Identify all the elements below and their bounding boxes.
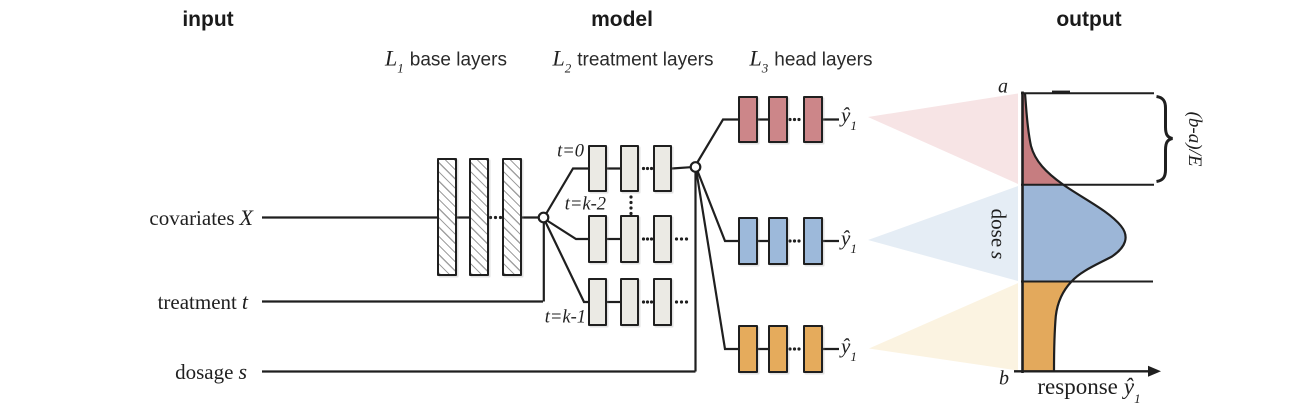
head-box-orange-2 <box>768 325 788 373</box>
L1-subscript: 1 <box>397 60 404 76</box>
branch-head-red <box>696 118 738 164</box>
beam-red <box>868 93 1018 184</box>
yhat-subscript: 1 <box>850 240 857 256</box>
header-input: input <box>182 8 234 31</box>
head-box-blue-2 <box>768 217 788 265</box>
branch-head-blue <box>696 170 738 243</box>
dosage-text: dosage <box>175 360 234 384</box>
head-box-orange-3 <box>803 325 823 373</box>
treatment-box-t0-2 <box>620 145 639 192</box>
branch-head-orange <box>695 171 738 351</box>
branch-tk1 <box>544 221 588 304</box>
base-layer-box-3 <box>502 158 522 276</box>
response-subscript: 1 <box>1134 390 1141 406</box>
dose-response-area <box>1022 93 1126 371</box>
treatment-text: treatment <box>157 290 237 314</box>
top-tick <box>1052 90 1070 94</box>
output-plot-frame <box>1014 90 1173 377</box>
treatment-var: t <box>241 289 248 314</box>
subheader-treatment-layers: L2 treatment layers <box>552 45 714 76</box>
dose-text: dose <box>986 208 1011 248</box>
beam-orange <box>869 283 1018 371</box>
t0-row-links <box>607 166 691 170</box>
stratum-orange <box>1022 281 1072 371</box>
treatment-box-tk2-1 <box>588 215 607 263</box>
ellipsis-dots <box>488 117 801 351</box>
head-box-blue-1 <box>738 217 758 265</box>
head-box-blue-3 <box>803 217 823 265</box>
response-text: response <box>1037 374 1118 400</box>
treatment-box-tk1-1 <box>588 278 607 326</box>
treatment-box-tk2-3 <box>653 215 672 263</box>
stratum-width-label: (b-a)/E <box>1184 111 1205 167</box>
L3-subscript: 3 <box>761 60 769 76</box>
label-tk1: t=k-1 <box>544 307 586 328</box>
head-box-red-2 <box>768 95 788 143</box>
output-yhat-orange: ŷ1 <box>841 333 857 364</box>
dose-range-top: a <box>998 75 1008 98</box>
base-layers-label: base layers <box>409 49 507 71</box>
header-model: model <box>591 8 653 31</box>
junction-node-1 <box>537 211 550 224</box>
base-layer-box-1 <box>437 158 457 276</box>
treatment-box-t0-3 <box>653 145 672 192</box>
treatment-box-tk1-3 <box>653 278 672 326</box>
response-var: ŷ <box>1123 374 1135 400</box>
covariates-var: X <box>239 205 253 230</box>
label-t0: t=0 <box>557 141 584 162</box>
dosage-line <box>262 172 697 373</box>
label-tk2: t=k-2 <box>564 194 606 215</box>
yhat-symbol: ŷ <box>841 225 851 250</box>
L2-symbol: L <box>552 45 565 71</box>
header-output: output <box>1056 8 1122 31</box>
dose-response-curve <box>1023 93 1127 372</box>
treatment-box-tk2-2 <box>620 215 639 263</box>
treatment-line <box>262 222 545 303</box>
yhat-symbol: ŷ <box>841 333 851 358</box>
head-box-orange-1 <box>738 325 758 373</box>
junction-node-2 <box>689 161 702 173</box>
output-yhat-blue: ŷ1 <box>841 225 857 256</box>
subheader-head-layers: L3 head layers <box>749 45 873 76</box>
yhat-subscript: 1 <box>850 118 857 134</box>
beam-blue <box>868 186 1018 281</box>
subheader-base-layers: L1 base layers <box>385 45 507 76</box>
stratum-red <box>1022 93 1064 185</box>
branch-t0 <box>545 167 588 215</box>
branch-tk2 <box>546 219 588 241</box>
treatment-box-tk1-2 <box>620 278 639 326</box>
head-box-red-3 <box>803 95 823 143</box>
yhat-subscript: 1 <box>850 348 857 364</box>
dose-axis-label: dose s <box>986 209 1011 260</box>
connector-lines <box>262 118 839 373</box>
output-yhat-red: ŷ1 <box>841 102 857 134</box>
treatment-layers-label: treatment layers <box>577 49 714 71</box>
treatment-box-t0-1 <box>588 145 607 192</box>
L1-symbol: L <box>385 45 398 71</box>
yhat-symbol: ŷ <box>841 102 851 127</box>
dose-range-bottom: b <box>999 367 1009 390</box>
response-axis-arrow <box>1148 365 1161 377</box>
head-box-red-1 <box>738 95 758 143</box>
head-layers-label: head layers <box>774 49 873 71</box>
L3-symbol: L <box>749 45 762 71</box>
dose-var: s <box>986 251 1011 260</box>
L2-subscript: 2 <box>564 60 572 76</box>
output-beams <box>868 93 1018 371</box>
dosage-var: s <box>238 359 247 384</box>
base-layer-box-2 <box>469 158 489 276</box>
covariates-text: covariates <box>149 206 235 230</box>
stratum-brace <box>1156 95 1173 183</box>
